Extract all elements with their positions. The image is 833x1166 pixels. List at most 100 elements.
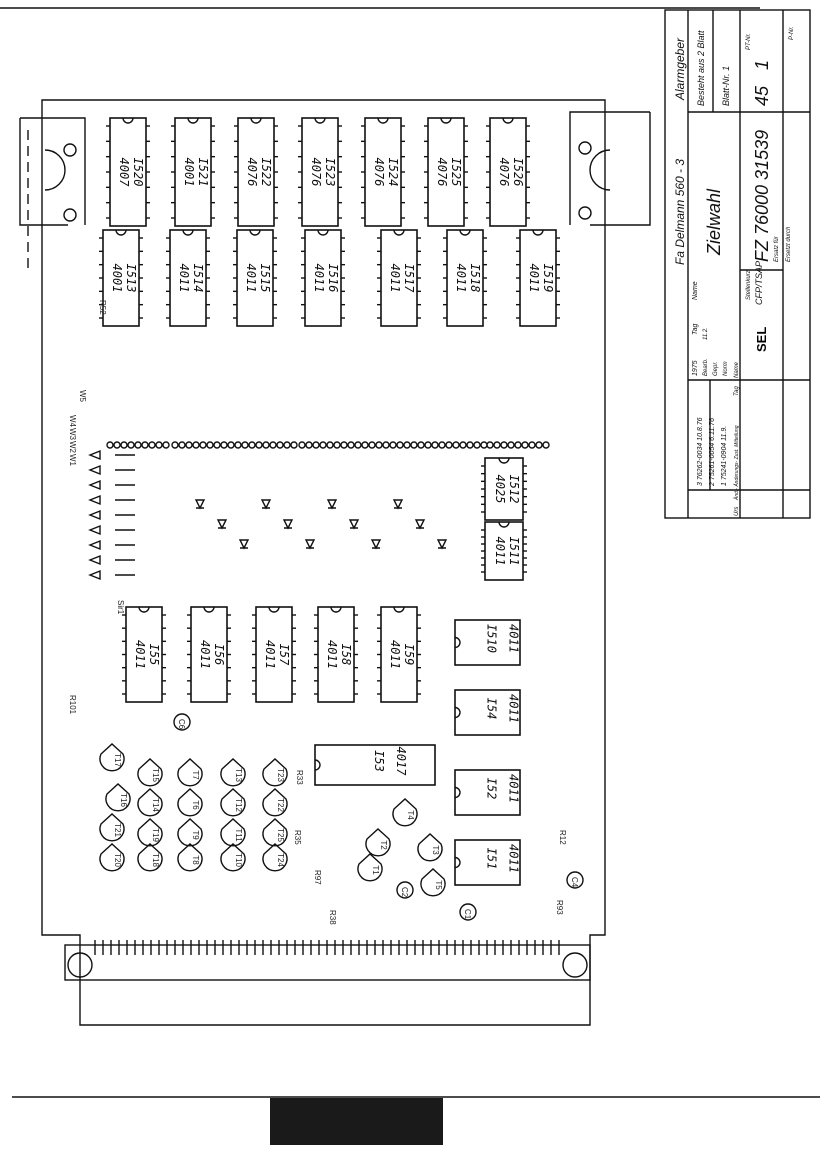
ic-name: I522 (259, 158, 273, 187)
label-w4: W4 (68, 415, 77, 428)
name-header: Name (692, 281, 699, 300)
misc-labels: W5W4W3W2W1Sir1R52R12R93R38R97R35R33R101C… (68, 300, 584, 925)
svg-text:T8: T8 (191, 855, 200, 865)
svg-text:T20: T20 (113, 853, 122, 867)
svg-text:T3: T3 (431, 845, 440, 855)
ic-type: 4011 (454, 264, 468, 293)
ic-type: 4011 (177, 264, 191, 293)
svg-text:C6: C6 (177, 719, 186, 730)
ic-type: 4011 (507, 844, 521, 873)
transistor-t12: T12 (220, 788, 246, 817)
right-bracket (569, 111, 651, 226)
sheet-index: 1 (752, 60, 772, 70)
transistor-t19: T19 (137, 818, 163, 847)
company-line: Fa Delmann 560 - 3 (673, 159, 687, 265)
ic-type: 4011 (507, 774, 521, 803)
label-sir1: Sir1 (116, 600, 125, 615)
svg-text:T4: T4 (406, 810, 415, 820)
tag-header: Tag (692, 323, 699, 335)
ic-name: I515 (258, 264, 272, 293)
scan-artifact (270, 1098, 443, 1145)
ic-name: I518 (468, 264, 482, 293)
svg-text:T13: T13 (234, 768, 243, 782)
ic-type: 4025 (493, 475, 507, 504)
blatt-nr: Blatt-Nr. 1 (721, 66, 731, 106)
drawing-title: Zielwahl (704, 188, 724, 256)
label-r101: R101 (68, 695, 77, 715)
ic-name: I52 (485, 778, 499, 800)
svg-text:T14: T14 (151, 798, 160, 812)
label-r12: R12 (558, 830, 567, 845)
board-outline (41, 99, 606, 1026)
label-r38: R38 (328, 910, 337, 925)
transistor-t23: T23 (262, 758, 288, 787)
svg-text:T18: T18 (151, 853, 160, 867)
transistor-t1: T1 (357, 853, 383, 882)
transistor-t14: T14 (137, 788, 163, 817)
transistor-t2: T2 (365, 828, 391, 857)
diode-array (88, 449, 448, 581)
ic-type: 4011 (507, 624, 521, 653)
ic-name: I520 (131, 158, 145, 187)
capacitor-c2: C2 (396, 881, 414, 899)
revision-3: 3 76262-0034 10.8.76 (697, 417, 704, 486)
transistor-t10: T10 (220, 843, 246, 872)
ic-i52: I52 4011 (454, 769, 521, 816)
mount-hole (63, 143, 77, 157)
screw-left (67, 952, 93, 978)
pin-header (106, 441, 550, 576)
label-w5: W5 (78, 390, 87, 403)
transistor-t21: T21 (99, 813, 125, 842)
transistor-t5: T5 (420, 868, 446, 897)
tag-label: Tag (734, 386, 740, 396)
ic-name: I55 (147, 644, 161, 666)
ic-name: I59 (402, 644, 416, 666)
svg-text:T25: T25 (276, 828, 285, 842)
stellenkurz: CFP/TSAP (754, 261, 764, 305)
ic-i510: I510 4011 (454, 619, 521, 666)
ic-type: 4001 (182, 158, 196, 187)
ic-type: 4076 (435, 158, 449, 187)
transistor-t7: T7 (177, 758, 203, 787)
svg-text:C1: C1 (463, 909, 472, 920)
transistor-t16: T16 (105, 783, 131, 812)
connector-pins (94, 940, 560, 955)
ic-name: I53 (372, 750, 386, 772)
drawing-number: FZ 76000 31539 (752, 130, 772, 262)
transistor-t8: T8 (177, 843, 203, 872)
ic-type: 4011 (312, 264, 326, 293)
ic-name: I517 (402, 264, 416, 294)
capacitor-c6: C6 (173, 713, 191, 731)
ic-type: 4011 (244, 264, 258, 293)
transistor-t25: T25 (262, 818, 288, 847)
ic-type: 4011 (388, 640, 402, 669)
ic-name: I510 (485, 624, 499, 653)
transistor-t9: T9 (177, 818, 203, 847)
ic-name: I523 (323, 158, 337, 187)
label-w3: W3 (68, 428, 77, 441)
transistor-t4: T4 (392, 798, 418, 827)
capacitor-c4: C4 (566, 871, 584, 889)
ic-type: 4011 (493, 537, 507, 566)
bearb-tag: 11.2. (703, 327, 709, 340)
mount-hole (578, 141, 592, 155)
ic-type: 4011 (133, 640, 147, 669)
svg-text:T5: T5 (434, 880, 443, 890)
ic-type: 4076 (372, 158, 386, 187)
ic-type: 4076 (309, 158, 323, 187)
